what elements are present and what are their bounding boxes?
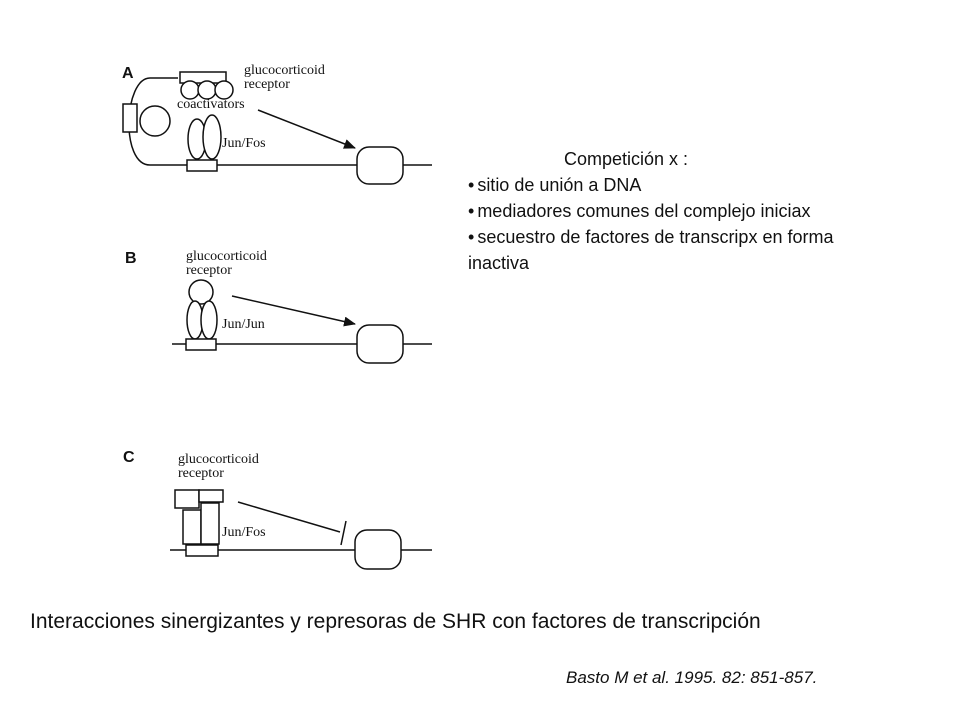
panel-c-fos-block — [200, 502, 220, 545]
competition-item-continuation: inactiva — [468, 253, 530, 273]
competition-heading: Competición x : — [564, 149, 689, 169]
panel-a-fos-ellipse — [202, 114, 222, 160]
panel-c-repression-line — [237, 501, 341, 533]
panel-b-jun-ellipse-right — [200, 300, 218, 340]
panel-c-promoter — [354, 529, 402, 570]
panel-c-receptor-box-2 — [198, 489, 224, 503]
competition-item: mediadores comunes del complejo iniciax — [468, 198, 948, 224]
panel-c-site-box — [185, 544, 219, 557]
panel-b-receptor-label-2: receptor — [186, 263, 232, 278]
panel-b-activation-arrow — [231, 295, 356, 327]
panel-c-receptor-label-1: glucocorticoid — [178, 452, 259, 467]
panel-a-site-box — [186, 159, 218, 172]
panel-a-coactivators-label: coactivators — [177, 97, 245, 112]
panel-c-partner-label: Jun/Fos — [222, 525, 266, 540]
panel-a-receptor-label-2: receptor — [244, 77, 290, 92]
panel-a-letter: A — [122, 65, 134, 82]
panel-a-activation-arrow — [257, 109, 356, 149]
panel-b-receptor-circle — [188, 279, 214, 305]
panel-c-receptor-label-2: receptor — [178, 466, 224, 481]
competition-item: secuestro de factores de transcripx en f… — [468, 224, 948, 250]
panel-c-repression-bar — [340, 520, 347, 546]
panel-b: B glucocorticoid receptor Jun/Jun — [125, 249, 432, 364]
slide-caption: Interacciones sinergizantes y represoras… — [30, 610, 761, 633]
panel-b-partner-label: Jun/Jun — [222, 317, 265, 332]
panel-b-letter: B — [125, 250, 137, 267]
panel-c: C glucocorticoid receptor Jun/Fos — [123, 449, 432, 570]
panel-c-receptor-box — [174, 489, 200, 509]
competition-item: sitio de unión a DNA — [468, 172, 948, 198]
panel-a-partner-label: Jun/Fos — [222, 136, 266, 151]
panel-a-coactivator-right — [214, 80, 234, 100]
panel-a-loop-factor — [139, 105, 171, 137]
panel-c-jun-block — [182, 509, 202, 545]
panel-a-promoter — [356, 146, 404, 185]
panel-b-site-box — [185, 338, 217, 351]
panel-a-receptor-label-1: glucocorticoid — [244, 63, 325, 78]
panel-a-loop-box — [122, 103, 138, 133]
citation: Basto M et al. 1995. 82: 851-857. — [566, 668, 818, 687]
panel-b-promoter — [356, 324, 404, 364]
panel-a: A glucocorticoid receptor coactivators J… — [122, 63, 432, 185]
panel-b-receptor-label-1: glucocorticoid — [186, 249, 267, 264]
competition-note: Competición x : sitio de unión a DNA med… — [468, 146, 948, 276]
panel-c-letter: C — [123, 449, 135, 466]
